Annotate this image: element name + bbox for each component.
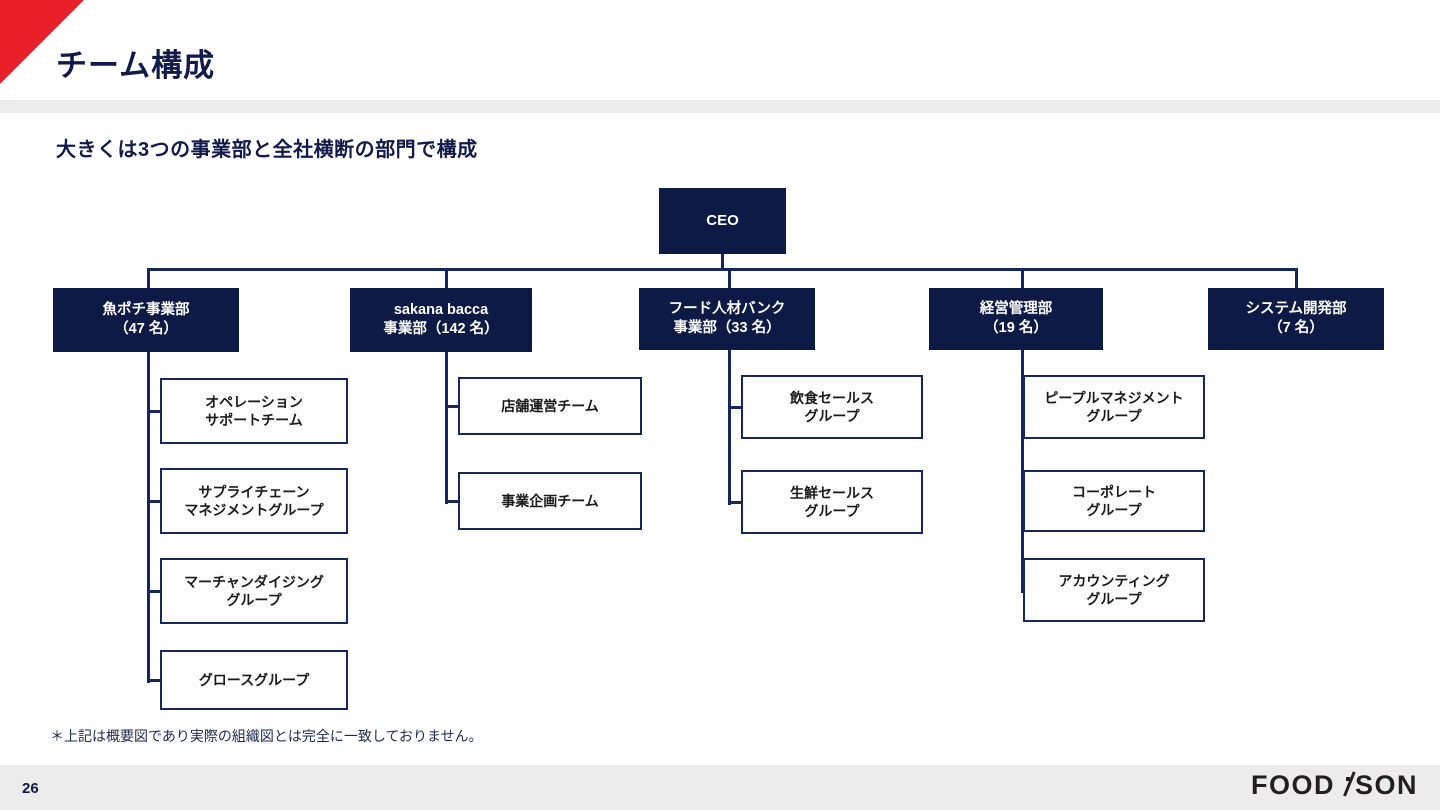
- connector-team-stub: [1022, 405, 1023, 409]
- connector-division-drop: [444, 268, 448, 288]
- connector-ceo-stem: [721, 254, 724, 271]
- org-node-team-1-0: 店舗運営チーム: [458, 377, 642, 435]
- org-node-team-2-1: 生鮮セールス グループ: [741, 470, 923, 534]
- org-node-division-2: フード人材バンク 事業部（33 名）: [639, 288, 815, 350]
- logo-text-right: SON: [1354, 770, 1418, 800]
- org-node-division-3: 経営管理部 （19 名）: [929, 288, 1103, 350]
- subtitle: 大きくは3つの事業部と全社横断の部門で構成: [56, 139, 478, 161]
- connector-team-stub: [446, 404, 458, 408]
- corner-accent-triangle: [0, 0, 84, 84]
- org-node-team-0-3: グロースグループ: [160, 650, 348, 710]
- org-node-team-1-1: 事業企画チーム: [458, 472, 642, 530]
- connector-team-spine: [146, 352, 150, 683]
- connector-team-stub: [1022, 588, 1023, 592]
- connector-team-stub: [148, 409, 160, 413]
- connector-team-stub: [1022, 499, 1023, 503]
- org-node-team-3-0: ピープルマネジメント グループ: [1023, 375, 1205, 439]
- connector-division-drop: [727, 268, 731, 288]
- org-node-division-4: システム開発部 （7 名）: [1208, 288, 1384, 350]
- org-node-team-0-2: マーチャンダイジング グループ: [160, 558, 348, 624]
- connector-team-stub: [148, 499, 160, 503]
- connector-team-spine: [1020, 350, 1024, 593]
- org-node-team-0-0: オペレーション サポートチーム: [160, 378, 348, 444]
- org-node-team-0-1: サプライチェーン マネジメントグループ: [160, 468, 348, 534]
- connector-team-stub: [729, 405, 741, 409]
- connector-team-spine: [727, 350, 731, 505]
- connector-division-drop: [146, 268, 150, 288]
- connector-horizontal-bus: [146, 268, 1298, 271]
- connector-team-spine: [444, 352, 448, 504]
- footnote: ＊上記は概要図であり実際の組織図とは完全に一致しておりません。: [50, 728, 483, 744]
- footer-bar: [0, 765, 1440, 810]
- connector-team-stub: [729, 500, 741, 504]
- connector-division-drop: [1020, 268, 1024, 288]
- org-node-division-1: sakana bacca 事業部（142 名）: [350, 288, 532, 352]
- header-divider: [0, 100, 1440, 113]
- org-node-team-2-0: 飲食セールス グループ: [741, 375, 923, 439]
- org-node-division-0: 魚ポチ事業部 （47 名）: [53, 288, 239, 352]
- page-number: 26: [22, 780, 39, 797]
- connector-team-stub: [446, 499, 458, 503]
- org-node-team-3-2: アカウンティング グループ: [1023, 558, 1205, 622]
- logo-text-left: FOOD: [1250, 770, 1335, 800]
- connector-team-stub: [148, 589, 160, 593]
- page-title: チーム構成: [56, 48, 216, 83]
- connector-division-drop: [1294, 268, 1298, 288]
- brand-logo: FOOD SON: [1251, 770, 1418, 801]
- org-node-team-3-1: コーポレート グループ: [1023, 470, 1205, 532]
- org-node-ceo: CEO: [659, 188, 786, 254]
- connector-team-stub: [148, 678, 160, 682]
